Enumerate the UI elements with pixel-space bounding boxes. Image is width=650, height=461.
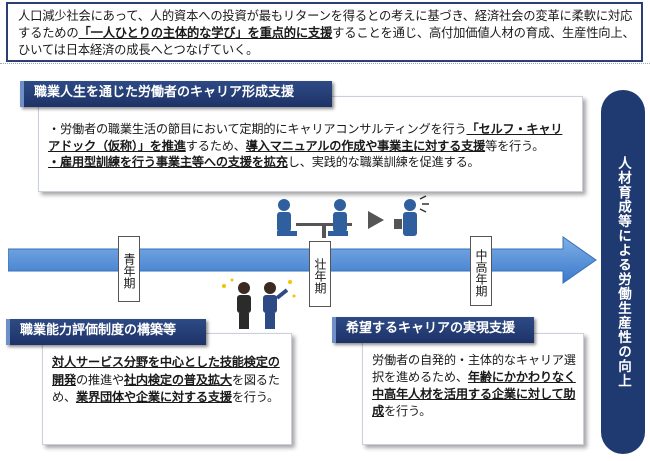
stage-youth: 青年期	[118, 236, 140, 302]
divider	[0, 63, 650, 64]
career-support-banner: 職業人生を通じた労働者のキャリア形成支援	[20, 81, 332, 107]
hope-career-text: 労働者の自発的・主体的なキャリア選択を進めるため、年齢にかかわりなく中高年人材を…	[372, 353, 576, 418]
hope-career-box	[362, 333, 584, 445]
sparkle-icon	[222, 278, 296, 298]
stage-middle-aged: 中高年期	[470, 236, 492, 306]
outcome-oval: 人材育成等による労働生産性の向上	[601, 90, 645, 454]
hope-career-title: 希望するキャリアの実現支援	[346, 321, 516, 336]
career-b1-post: 等を行う。	[485, 138, 545, 153]
intro-box: 人口減少社会にあって、人的資本への投資が最もリターンを得るとの考えに基づき、経済…	[6, 2, 643, 62]
evaluation-title: 職業能力評価制度の構築等	[20, 323, 177, 338]
hope-career-banner: 希望するキャリアの実現支援	[332, 317, 534, 343]
life-course-arrow	[8, 236, 597, 284]
career-support-title: 職業人生を通じた労働者のキャリア形成支援	[34, 85, 295, 100]
career-b1-bold2: 導入マニュアルの作成や事業主に対する支援	[245, 138, 486, 153]
career-b1-pre: ・労働者の職業生活の節目において定期的にキャリアコンサルティングを行う	[48, 122, 467, 136]
counselor-icon	[328, 199, 348, 236]
person-icon	[277, 199, 297, 236]
man-worker-icon	[263, 282, 289, 329]
desk-icon	[296, 223, 352, 226]
evaluation-text: 対人サービス分野を中心とした技能検定の開発の推進や社内検定の普及拡大を図るため、…	[52, 355, 280, 404]
thinking-person-icon	[394, 195, 429, 236]
career-b1-bold1: 「セルフ・キャリアドック（仮称）」を推進	[48, 122, 563, 153]
woman-worker-icon	[237, 282, 251, 329]
evaluation-box	[42, 333, 292, 445]
consulting-illustration	[277, 195, 429, 238]
play-arrow-icon	[368, 211, 384, 229]
outcome-text: 人材育成等による労働生産性の向上	[615, 156, 631, 388]
career-b2-post: し、実践的な職業訓練を促進する。	[287, 155, 480, 169]
workers-illustration	[222, 278, 296, 329]
stage-prime: 壮年期	[309, 241, 331, 307]
career-b2-bold: ・雇用型訓練を行う事業主等への支援を拡充	[48, 155, 288, 169]
intro-emphasis: 「一人ひとりの主体的な学び」を重点的に支援	[78, 26, 333, 40]
intro-text-2: することを通じ、高付加価値人材の育成、生産性向上、ひいては日本経済の成長へとつな…	[18, 26, 635, 57]
career-b1-mid: するため、	[185, 138, 246, 153]
evaluation-banner: 職業能力評価制度の構築等	[6, 319, 206, 345]
intro-text-1: 人口減少社会にあって、人的資本への投資が最もリターンを得るとの考えに基づき、経済…	[18, 9, 633, 40]
career-support-text: ・労働者の職業生活の節目において定期的にキャリアコンサルティングを行う「セルフ・…	[48, 121, 568, 171]
career-support-box	[38, 96, 583, 192]
